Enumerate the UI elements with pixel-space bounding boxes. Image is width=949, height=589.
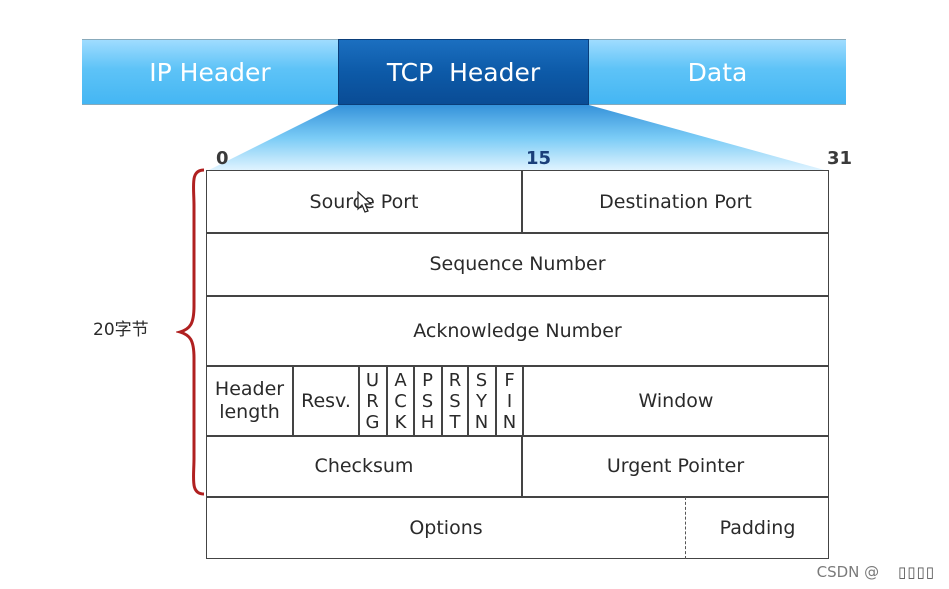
acknowledge-number-field: Acknowledge Number [413,319,622,342]
tcp-header-table [206,170,829,559]
twenty-bytes-label: 20字节 [93,320,149,340]
bit-index-start: 0 [216,148,229,169]
tcp-header-segment: TCP Header [338,39,589,105]
sequence-number-field: Sequence Number [429,253,606,275]
header-length-field: Header length [206,366,293,435]
data-segment: Data [589,39,846,105]
padding-field: Padding [719,517,796,539]
watermark-text: CSDN @ [816,563,880,581]
bit-index-end: 31 [827,148,853,169]
window-field: Window [638,389,714,412]
checksum-field: Checksum [314,455,414,477]
header-length-line2: length [219,400,280,423]
ip-header-segment: IP Header [82,39,338,105]
destination-port-field: Destination Port [599,190,752,213]
csdn-watermark: CSDN @ ▯▯▯▯ [817,563,935,581]
bit-index-middle: 15 [526,148,552,169]
options-padding-divider [685,497,686,559]
tcp-header-label: TCP Header [386,57,541,87]
watermark-author-glyphs: ▯▯▯▯ [897,563,935,581]
reserved-field: Resv. [301,389,351,412]
mouse-cursor-icon [357,191,373,213]
ip-header-label: IP Header [149,57,271,87]
data-label: Data [687,57,748,87]
options-field: Options [409,517,483,539]
header-length-line1: Header [214,377,285,400]
urgent-pointer-field: Urgent Pointer [606,455,745,477]
twenty-bytes-brace [176,168,205,496]
